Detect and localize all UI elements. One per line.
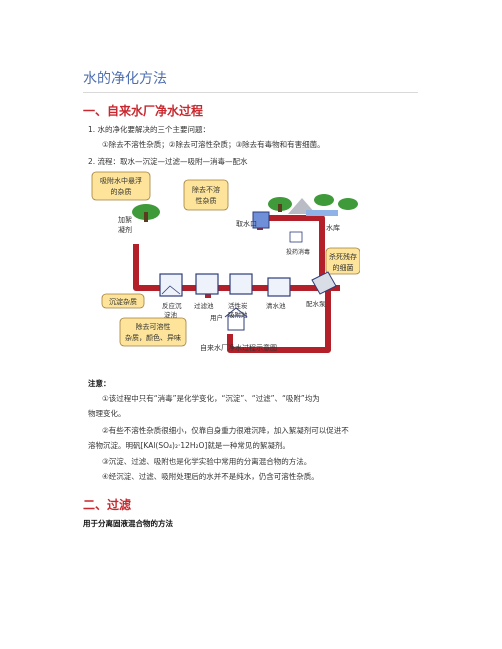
item-2: 2. 流程：取水—沉淀—过滤—吸附—消毒—配水	[88, 157, 248, 166]
reservoir-icon	[288, 198, 338, 216]
callout-insoluble: 除去不溶 性杂质	[183, 179, 229, 211]
label-reaction-tank-line1: 反应沉	[162, 301, 182, 310]
intake-box	[252, 211, 270, 229]
disinfect-box	[289, 231, 303, 243]
pump	[311, 271, 337, 295]
filter-tank	[195, 273, 219, 295]
callout-bacteria: 杀死残存 的细菌	[325, 247, 360, 275]
alum-formula: [KAl(SO₄)₂·12H₂O]	[140, 441, 208, 450]
callout-sediment: 沉淀杂质	[101, 293, 145, 309]
callout-insoluble-line2: 性杂质	[196, 196, 217, 205]
section-2-subtitle: 用于分离固液混合物的方法	[83, 519, 173, 528]
callout-soluble-line1: 除去可溶性	[136, 322, 171, 331]
page-title: 水的净化方法	[83, 71, 167, 87]
callout-bacteria-line1: 杀死残存	[329, 252, 357, 261]
label-user: 用户	[210, 313, 223, 322]
note-1: ①该过程中只有“消毒”是化学变化，“沉淀”、“过滤”、“吸附”均为	[102, 394, 320, 403]
callout-adsorb: 吸附水中悬浮 的杂质	[91, 171, 151, 201]
note-1-cont: 物理变化。	[88, 409, 126, 418]
label-carbon-tank-line1: 活性炭	[228, 301, 248, 310]
callout-insoluble-line1: 除去不溶	[192, 185, 220, 194]
user-house-icon	[224, 307, 248, 331]
callout-adsorb-line1: 吸附水中悬浮	[100, 176, 142, 185]
label-reaction-tank-line2: 淀池	[164, 310, 178, 319]
note-3: ③沉淀、过滤、吸附也是化学实验中常用的分离混合物的方法。	[102, 457, 312, 466]
diagram-caption: 自来水厂净水过程示意图	[200, 343, 277, 352]
section-heading-2: 二、过滤	[83, 498, 132, 512]
label-intake: 取水口	[236, 219, 257, 228]
note-2: ②有些不溶性杂质很细小，仅靠自身重力很难沉降，加入絮凝剂可以促进不	[102, 426, 349, 435]
callout-soluble-line2: 杂质，颜色、异味	[125, 333, 181, 342]
item-1: 1. 水的净化要解决的三个主要问题：	[88, 125, 211, 134]
reaction-tank	[159, 273, 183, 297]
callout-sediment-text: 沉淀杂质	[109, 297, 137, 306]
callout-soluble: 除去可溶性 杂质，颜色、异味	[119, 317, 187, 347]
label-disinfect: 投药消毒	[286, 248, 310, 256]
label-reservoir: 水库	[326, 223, 340, 232]
label-pump: 配水泵	[306, 299, 326, 308]
note-2-cont-post: 就是一种常见的絮凝剂。	[207, 441, 290, 450]
title-divider	[83, 92, 418, 93]
label-coagulant-line2: 凝剂	[118, 225, 132, 234]
label-filter-tank: 过滤池	[194, 301, 214, 310]
label-clear-tank: 清水池	[266, 301, 286, 310]
label-coagulant-line1: 加絮	[118, 215, 132, 224]
label-carbon-tank-line2: 吸附池	[228, 310, 248, 319]
item-1-sub: ①除去不溶性杂质；②除去可溶性杂质；③除去有毒物和有害细菌。	[102, 140, 325, 149]
water-treatment-diagram: 吸附水中悬浮 的杂质 除去不溶 性杂质 沉淀杂质 除去可溶性 杂质，颜色、异味 …	[91, 171, 360, 353]
section-heading-1: 一、自来水厂净水过程	[83, 104, 204, 118]
note-2-cont: 溶物沉淀。明矾[KAl(SO₄)₂·12H₂O]就是一种常见的絮凝剂。	[88, 440, 290, 451]
note-2-cont-pre: 溶物沉淀。明矾	[88, 441, 141, 450]
tree-icon	[132, 194, 358, 222]
note-4: ④经沉淀、过滤、吸附处理后的水并不是纯水，仍含可溶性杂质。	[102, 472, 319, 481]
callout-bacteria-line2: 的细菌	[333, 263, 354, 272]
carbon-tank	[229, 273, 253, 295]
callout-adsorb-line2: 的杂质	[111, 187, 132, 196]
clear-tank	[267, 277, 291, 297]
notes-heading: 注意：	[88, 379, 111, 388]
